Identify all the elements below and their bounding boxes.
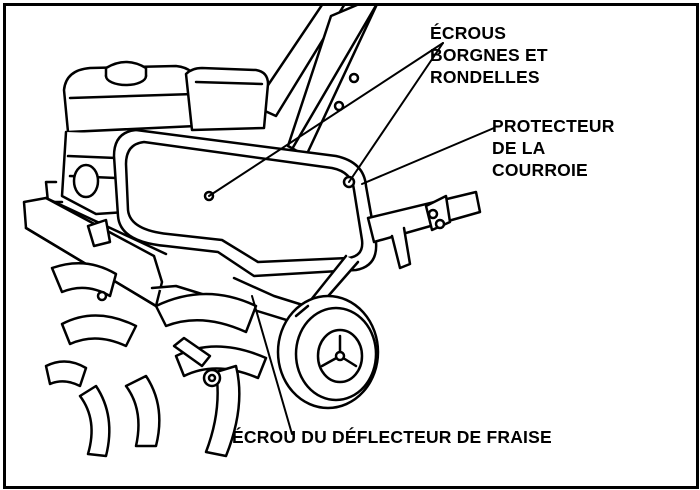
label-belt-guard: PROTECTEUR DE LA COURROIE bbox=[492, 116, 615, 180]
handlebar bbox=[252, 6, 378, 158]
figure-frame: ÉCROUS BORGNES ET RONDELLES PROTECTEUR D… bbox=[3, 3, 699, 489]
tiller-illustration bbox=[22, 6, 495, 458]
engine bbox=[44, 60, 270, 216]
front-bracket bbox=[304, 190, 482, 312]
label-acorn-nuts-and-washers: ÉCROUS BORGNES ET RONDELLES bbox=[430, 23, 548, 87]
tines bbox=[44, 262, 268, 458]
belt-guard bbox=[112, 128, 378, 308]
label-tine-deflector-nut: ÉCROU DU DÉFLECTEUR DE FRAISE bbox=[232, 427, 552, 447]
leader-lines bbox=[208, 42, 495, 435]
transport-wheel bbox=[276, 294, 380, 410]
